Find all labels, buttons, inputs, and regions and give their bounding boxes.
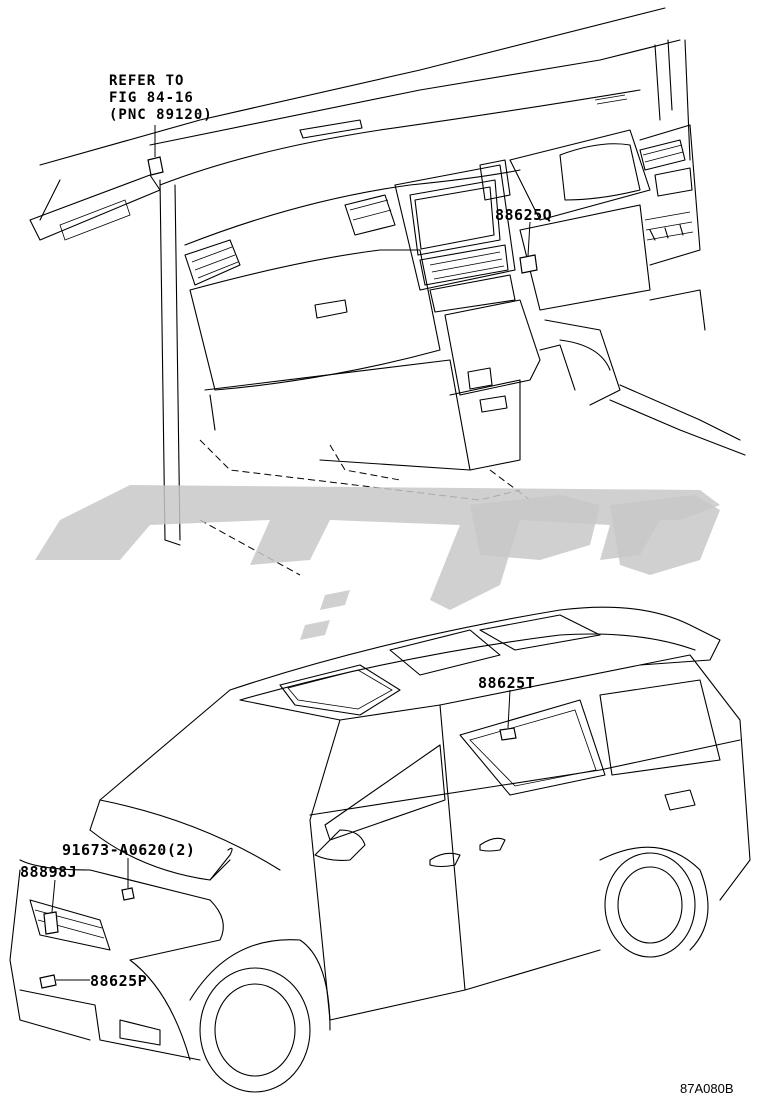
refer-note-line2: FIG 84-16 xyxy=(109,90,194,106)
callout-labels: REFER TO FIG 84-16 (PNC 89120) 88625Q 88… xyxy=(20,73,734,1096)
dashboard-interior-drawing xyxy=(29,7,746,576)
watermark-logo xyxy=(35,485,720,640)
label-88625t: 88625T xyxy=(478,674,535,692)
figure-code: 87A080B xyxy=(680,1081,734,1096)
part-88625t-icon xyxy=(499,727,517,741)
refer-note-line1: REFER TO xyxy=(109,73,184,89)
refer-note-line3: (PNC 89120) xyxy=(109,107,213,123)
label-91673-a0620: 91673-A0620(2) xyxy=(62,841,195,859)
vehicle-exterior-drawing xyxy=(9,606,751,1093)
label-88898j: 88898J xyxy=(20,863,77,881)
label-88625p: 88625P xyxy=(90,972,147,990)
leader-lines xyxy=(51,125,531,981)
label-88625q: 88625Q xyxy=(495,206,552,224)
part-91673-icon xyxy=(121,887,135,901)
part-88625p-icon xyxy=(39,974,57,989)
refer-part-icon xyxy=(147,156,164,176)
part-88898j-icon xyxy=(43,911,59,935)
part-markers xyxy=(39,156,538,989)
part-88625q-icon xyxy=(519,254,538,274)
